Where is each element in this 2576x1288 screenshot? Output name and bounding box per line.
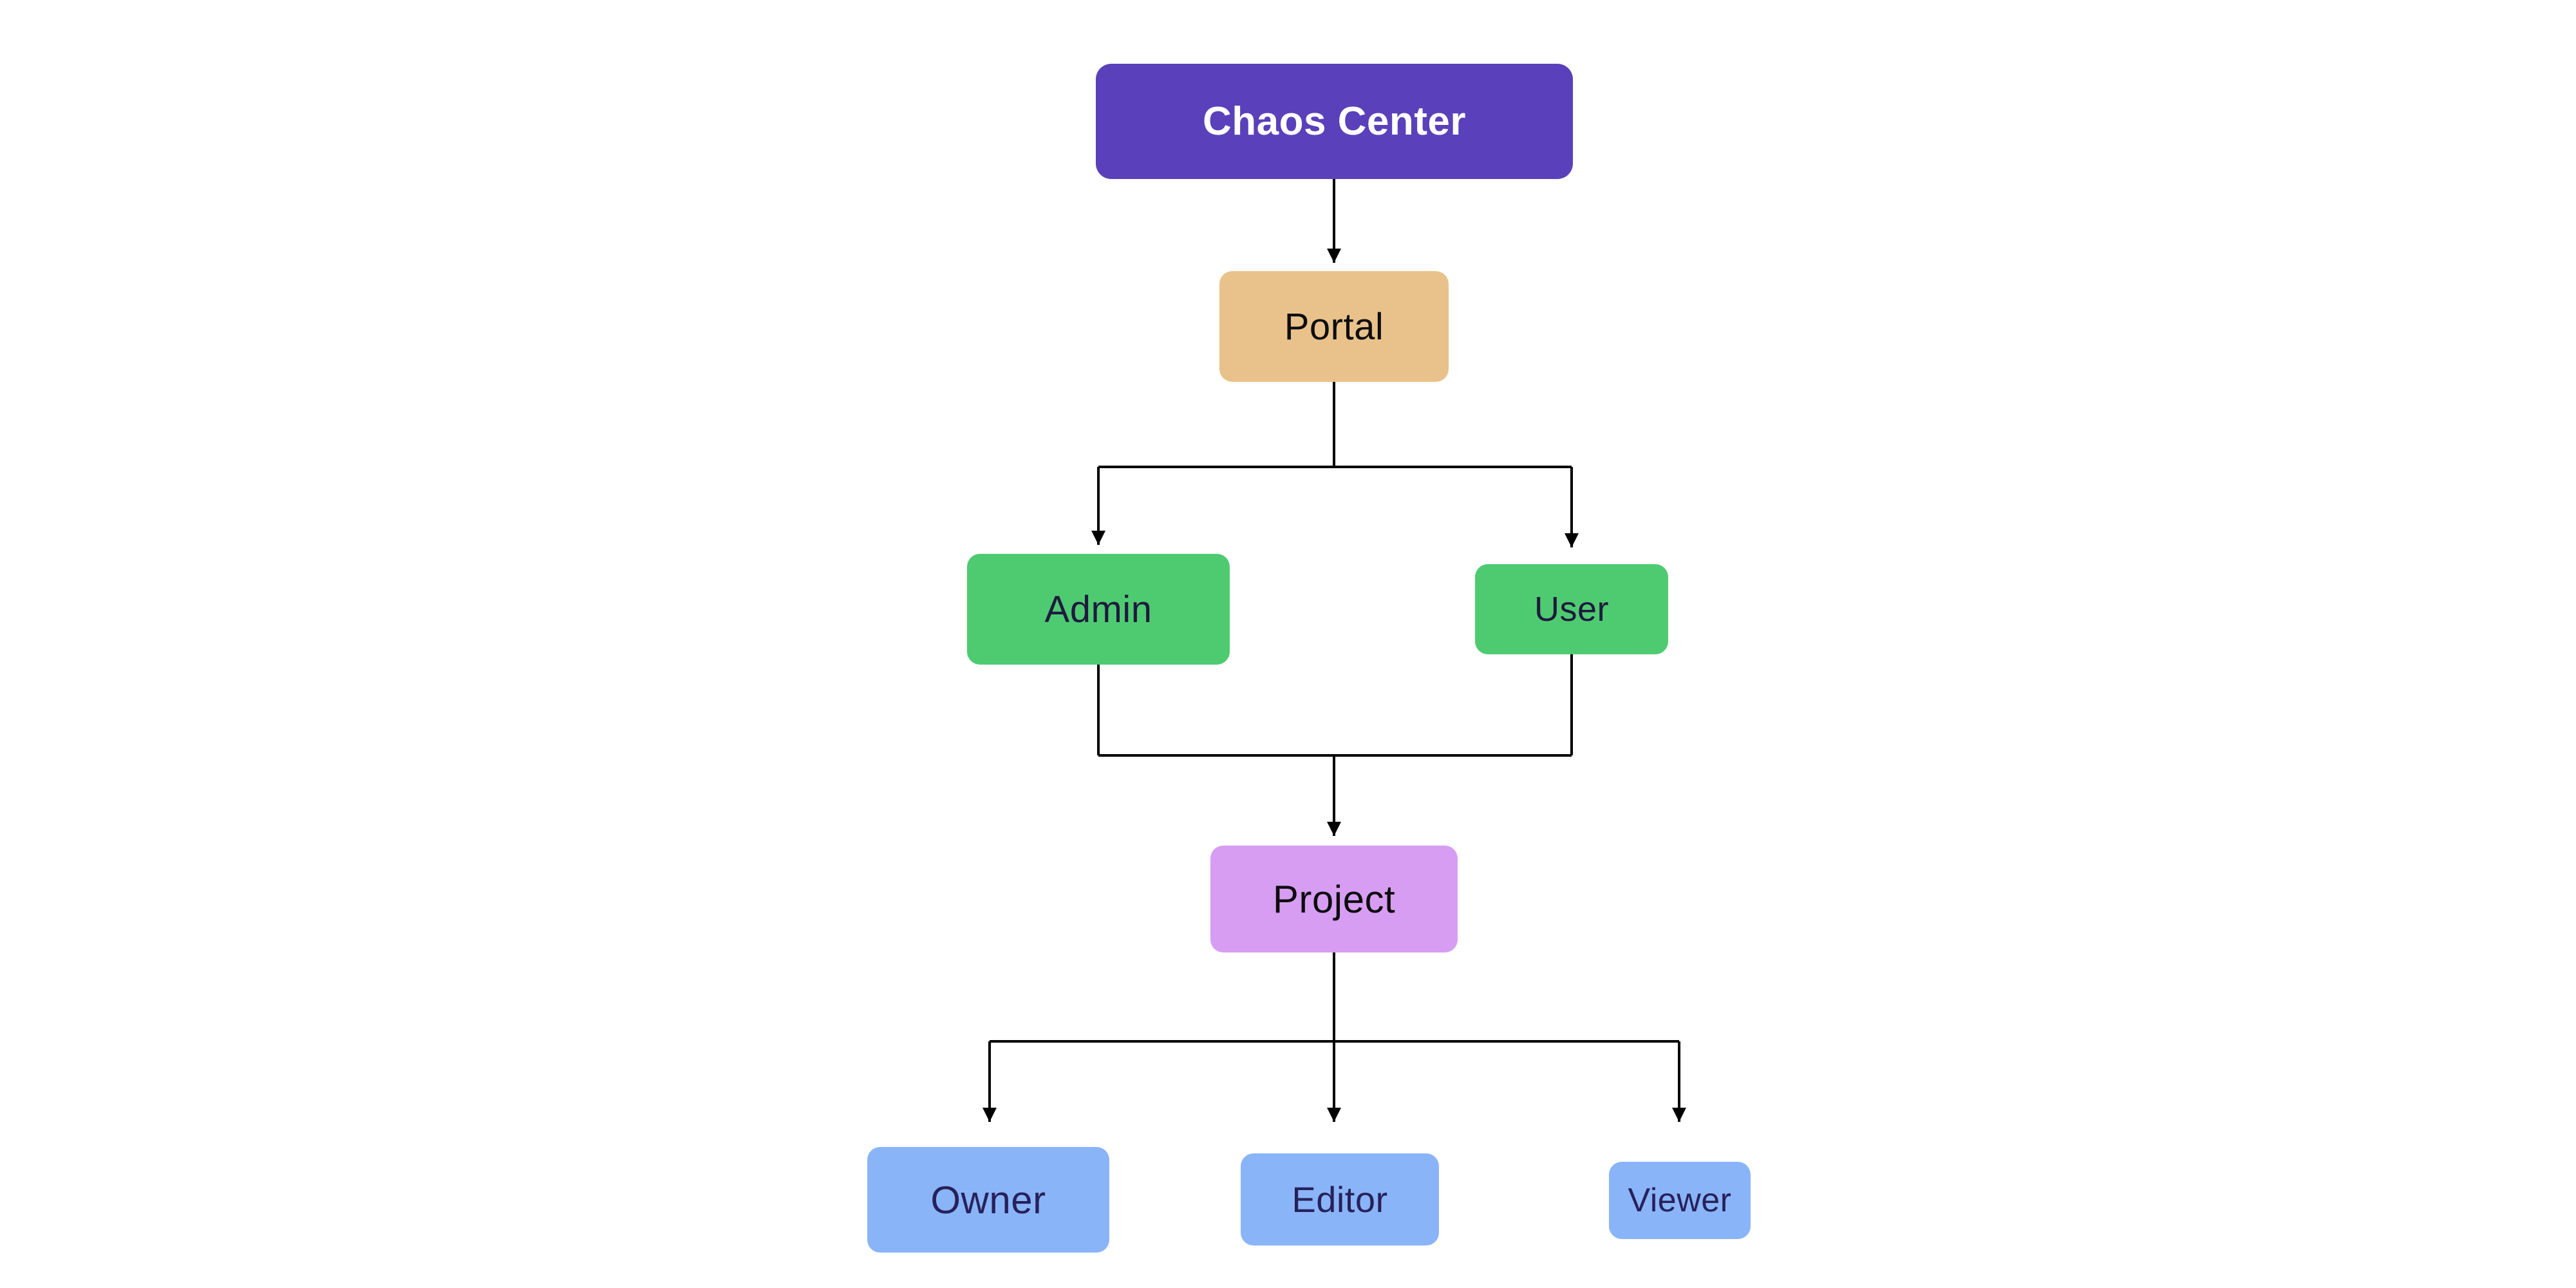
- edges: [982, 179, 1686, 1122]
- node-user: User: [1475, 564, 1668, 654]
- node-viewer-label: Viewer: [1628, 1182, 1732, 1219]
- node-owner-label: Owner: [930, 1178, 1046, 1222]
- node-portal-label: Portal: [1284, 305, 1384, 348]
- node-owner: Owner: [867, 1147, 1109, 1253]
- node-editor-label: Editor: [1292, 1179, 1388, 1220]
- node-user-label: User: [1534, 590, 1609, 629]
- node-chaos-center-label: Chaos Center: [1202, 99, 1467, 144]
- node-editor: Editor: [1241, 1153, 1439, 1245]
- node-portal: Portal: [1219, 271, 1449, 382]
- node-admin: Admin: [967, 554, 1230, 665]
- node-chaos-center: Chaos Center: [1096, 64, 1573, 179]
- node-viewer: Viewer: [1609, 1162, 1751, 1239]
- node-admin-label: Admin: [1044, 588, 1152, 630]
- node-project: Project: [1210, 846, 1458, 952]
- node-project-label: Project: [1272, 877, 1396, 921]
